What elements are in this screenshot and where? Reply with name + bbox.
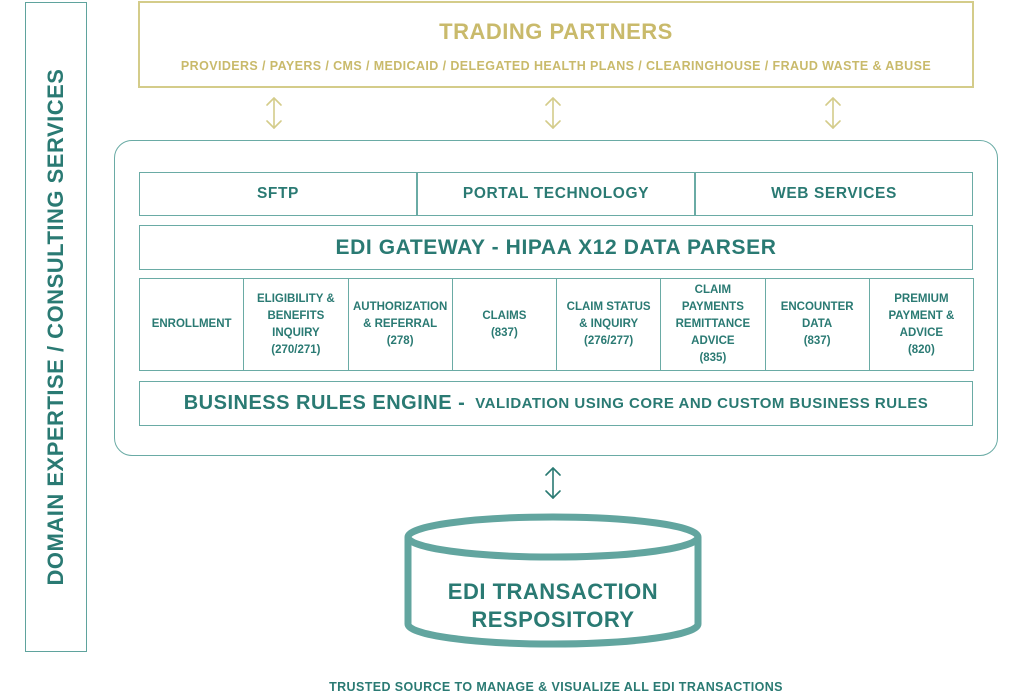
business-rules-engine: BUSINESS RULES ENGINE - VALIDATION USING… <box>139 381 973 426</box>
transaction-claims: CLAIMS (837) <box>451 278 557 371</box>
transaction-line: PREMIUM <box>894 292 949 305</box>
transaction-enrollment: ENROLLMENT <box>139 278 245 371</box>
side-panel: DOMAIN EXPERTISE / CONSULTING SERVICES <box>25 2 87 652</box>
transaction-line: CLAIM PAYMENTS <box>681 284 744 313</box>
transaction-line: PAYMENT & <box>888 309 955 322</box>
transaction-line: INQUIRY <box>272 326 320 339</box>
transaction-line: CLAIMS <box>482 309 527 322</box>
trading-partners-title: TRADING PARTNERS <box>439 19 673 44</box>
transaction-line: ENCOUNTER <box>780 301 854 313</box>
transaction-line: REMITTANCE <box>675 318 751 330</box>
transaction-line: ENROLLMENT <box>151 318 232 330</box>
double-arrow-icon <box>545 467 561 499</box>
double-arrow-icon <box>825 97 841 129</box>
repository-label: EDI TRANSACTION RESPOSITORY <box>408 578 698 638</box>
double-arrow-icon <box>545 97 561 129</box>
channel-web-services: WEB SERVICES <box>695 172 973 216</box>
database-cylinder-icon <box>404 513 702 648</box>
double-arrow-icon <box>266 97 282 129</box>
transaction-line: (820) <box>907 343 935 356</box>
transaction-line: AUTHORIZATION <box>352 301 448 313</box>
repository-line-1: EDI TRANSACTION <box>447 579 659 604</box>
channel-portal-technology: PORTAL TECHNOLOGY <box>417 172 695 216</box>
transaction-line: & INQUIRY <box>579 318 639 330</box>
transaction-line: BENEFITS <box>267 309 325 322</box>
edi-platform-container <box>114 140 998 456</box>
transaction-line: (835) <box>699 352 727 364</box>
transaction-line: (837) <box>803 335 831 347</box>
channel-sftp: SFTP <box>139 172 417 216</box>
transaction-encounter-data: ENCOUNTER DATA (837) <box>764 278 870 371</box>
business-rules-subtitle: VALIDATION USING CORE AND CUSTOM BUSINES… <box>475 395 929 412</box>
transaction-premium-payment-advice: PREMIUM PAYMENT & ADVICE (820) <box>868 278 974 371</box>
transaction-claim-status-inquiry: CLAIM STATUS & INQUIRY (276/277) <box>556 278 662 371</box>
trading-partners-box: TRADING PARTNERS PROVIDERS / PAYERS / CM… <box>138 1 974 88</box>
repository-line-2: RESPOSITORY <box>471 607 635 632</box>
footer-tagline: TRUSTED SOURCE TO MANAGE & VISUALIZE ALL… <box>329 680 783 694</box>
edi-gateway: EDI GATEWAY - HIPAA X12 DATA PARSER <box>139 225 973 270</box>
transaction-authorization-referral: AUTHORIZATION & REFERRAL (278) <box>347 278 453 371</box>
transaction-line: (278) <box>386 335 414 347</box>
transaction-line: (276/277) <box>584 335 634 347</box>
business-rules-title: BUSINESS RULES ENGINE - <box>183 392 466 414</box>
transaction-line: ADVICE <box>691 335 735 347</box>
transaction-claim-payments-remittance-advice: CLAIM PAYMENTS REMITTANCE ADVICE (835) <box>660 278 766 371</box>
transaction-line: DATA <box>802 318 833 330</box>
transaction-line: (270/271) <box>271 343 321 356</box>
trading-partners-subtitle: PROVIDERS / PAYERS / CMS / MEDICAID / DE… <box>180 59 932 73</box>
transaction-line: & REFERRAL <box>363 318 438 330</box>
transaction-eligibility-benefits-inquiry: ELIGIBILITY & BENEFITS INQUIRY (270/271) <box>243 278 349 371</box>
transaction-line: (837) <box>490 326 518 339</box>
transaction-line: ADVICE <box>899 326 944 339</box>
transaction-line: CLAIM STATUS <box>566 301 651 313</box>
transaction-line: ELIGIBILITY & <box>257 292 335 305</box>
